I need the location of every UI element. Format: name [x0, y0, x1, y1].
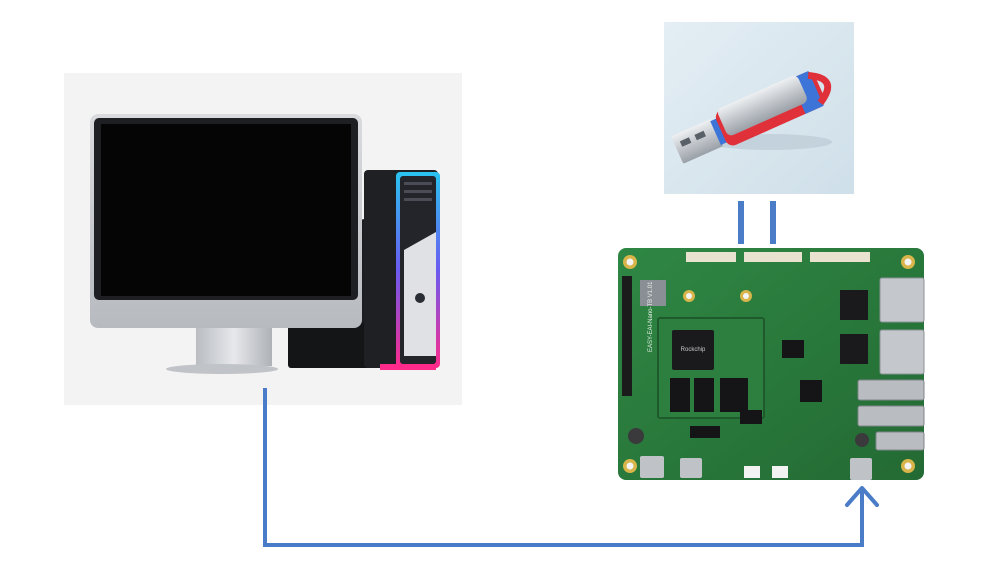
- memory-chip: [694, 378, 714, 412]
- memory-chip: [720, 378, 748, 412]
- computer-to-board-arrow: [263, 388, 879, 547]
- fpc-connector: [686, 252, 736, 262]
- arrow-head-icon: [845, 486, 879, 507]
- power-button-icon: [415, 293, 425, 303]
- usb-c-port: [640, 456, 664, 478]
- usb-lanyard-loop: [807, 71, 832, 105]
- usb-swivel-cover: [718, 75, 807, 136]
- usb-a-port: [875, 431, 925, 451]
- usb-a-port: [857, 379, 925, 401]
- dev-board-node: Rockchip EASY-EAI-Nano-TB V1.01: [618, 248, 925, 480]
- fpc-connector: [810, 252, 870, 262]
- usb-a-port: [857, 405, 925, 427]
- usb-connector: [671, 119, 723, 164]
- memory-chip: [670, 378, 690, 412]
- monitor-screen: [101, 124, 351, 296]
- soc-chip: [672, 330, 714, 370]
- ethernet-port: [879, 329, 925, 375]
- gpio-header: [622, 276, 632, 396]
- usb-link: [738, 201, 776, 244]
- computer-node: [64, 73, 462, 405]
- usb-c-port: [680, 458, 702, 478]
- soc-chip-label: Rockchip: [681, 347, 706, 353]
- fpc-connector: [744, 252, 802, 262]
- usb-drive-node: [664, 22, 854, 194]
- board-silkscreen-label: EASY-EAI-Nano-TB V1.01: [648, 281, 654, 352]
- arrow-path: [263, 388, 864, 547]
- monitor-stand-base: [166, 364, 278, 374]
- monitor: [90, 114, 362, 374]
- ethernet-port: [879, 277, 925, 323]
- usb-c-port-target: [850, 458, 872, 480]
- wifi-module: [640, 280, 666, 306]
